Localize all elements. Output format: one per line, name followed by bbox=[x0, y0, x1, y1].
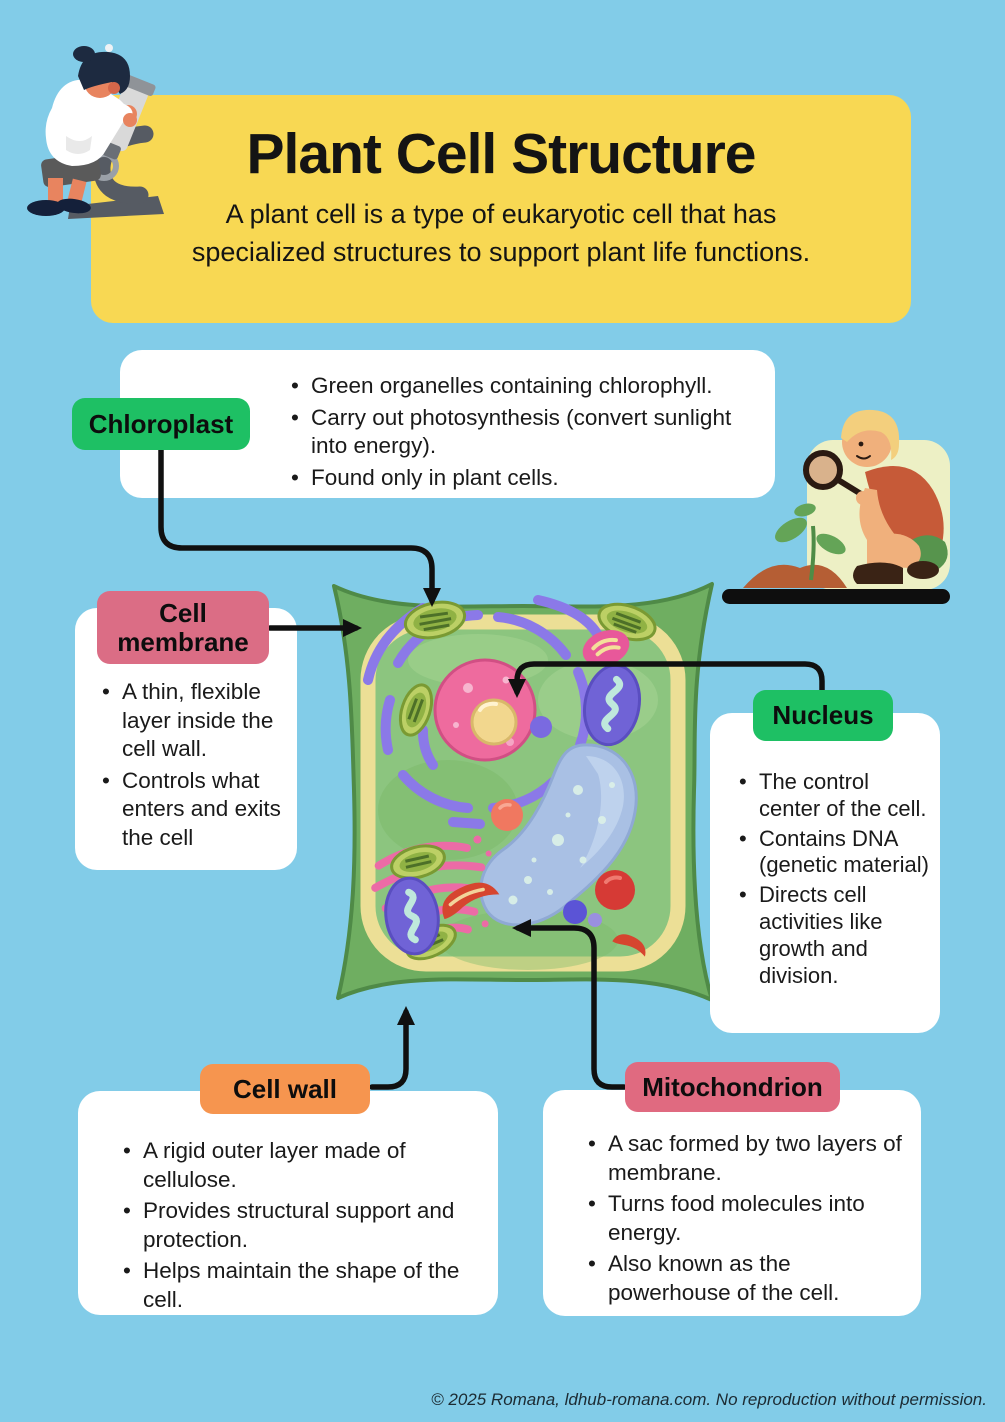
bullet-item: Directs cell activities like growth and … bbox=[736, 882, 934, 989]
cell-wall-card: A rigid outer layer made of cellulose.Pr… bbox=[78, 1091, 498, 1315]
copyright-text: © 2025 Romana, ldhub-romana.com. No repr… bbox=[431, 1390, 987, 1409]
dirt-mound bbox=[743, 564, 847, 588]
chloroplast-label: Chloroplast bbox=[72, 398, 250, 450]
bullet-item: Also known as the powerhouse of the cell… bbox=[585, 1250, 903, 1307]
nucleus-organelle bbox=[433, 658, 537, 762]
chloroplast-bullets: Green organelles containing chlorophyll.… bbox=[288, 372, 757, 495]
bullet-item: Controls what enters and exits the cell bbox=[99, 767, 289, 853]
cell-wall-bullets: A rigid outer layer made of cellulose.Pr… bbox=[120, 1137, 474, 1317]
header-banner: Plant Cell Structure A plant cell is a t… bbox=[91, 95, 911, 323]
mitochondrion-card: A sac formed by two layers of membrane.T… bbox=[543, 1090, 921, 1316]
cell-wall-arrow bbox=[369, 1006, 415, 1090]
scientist-figure bbox=[27, 44, 137, 216]
bullet-item: Helps maintain the shape of the cell. bbox=[120, 1257, 474, 1314]
bullet-item: Found only in plant cells. bbox=[288, 464, 757, 493]
gardener-illustration bbox=[722, 409, 950, 604]
cell-membrane-label: Cell membrane bbox=[97, 591, 269, 664]
bullet-item: A rigid outer layer made of cellulose. bbox=[120, 1137, 474, 1194]
nucleus-label: Nucleus bbox=[753, 690, 893, 741]
vesicles bbox=[530, 716, 602, 927]
ground-bar bbox=[722, 589, 950, 604]
boy-figure bbox=[803, 409, 948, 584]
vacuole bbox=[479, 743, 638, 927]
page-subtitle: A plant cell is a type of eukaryotic cel… bbox=[191, 199, 811, 268]
cell-membrane-bullets: A thin, flexible layer inside the cell w… bbox=[99, 678, 289, 855]
bullet-item: Provides structural support and protecti… bbox=[120, 1197, 474, 1254]
plant-cell-illustration bbox=[332, 582, 714, 1002]
nucleus-card: The control center of the cell.Contains … bbox=[710, 713, 940, 1033]
mitochondrion-bullets: A sac formed by two layers of membrane.T… bbox=[585, 1130, 903, 1310]
nucleolus bbox=[470, 698, 518, 746]
sprout bbox=[775, 503, 846, 581]
bullet-item: Contains DNA (genetic material) bbox=[736, 826, 934, 880]
red-organelles bbox=[442, 630, 646, 957]
bullet-item: Green organelles containing chlorophyll. bbox=[288, 372, 757, 401]
bullet-item: The control center of the cell. bbox=[736, 769, 934, 823]
nucleus-bullets: The control center of the cell.Contains … bbox=[736, 769, 934, 993]
bullet-item: Carry out photosynthesis (convert sunlig… bbox=[288, 404, 757, 461]
page-title: Plant Cell Structure bbox=[246, 122, 757, 186]
bullet-item: A sac formed by two layers of membrane. bbox=[585, 1130, 903, 1187]
scientist-with-microscope-illustration bbox=[27, 44, 164, 219]
bullet-item: Turns food molecules into energy. bbox=[585, 1190, 903, 1247]
bullet-item: A thin, flexible layer inside the cell w… bbox=[99, 678, 289, 764]
mitochondrion-label: Mitochondrion bbox=[625, 1062, 840, 1112]
cell-wall-label: Cell wall bbox=[200, 1064, 370, 1114]
